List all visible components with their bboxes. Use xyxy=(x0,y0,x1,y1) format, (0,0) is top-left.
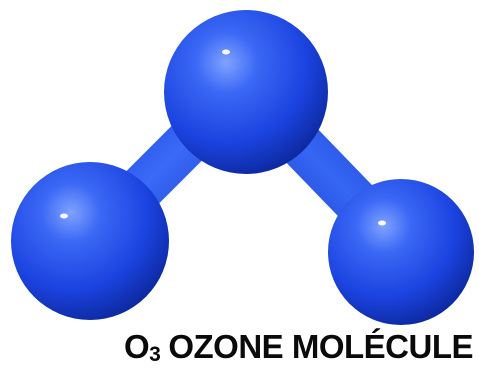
molecule-caption: O3 OZONE MOLÉCULE xyxy=(123,328,474,370)
formula-symbol: O xyxy=(123,328,150,365)
atom-top xyxy=(164,10,328,174)
atom-right xyxy=(328,179,474,325)
formula-subscript: 3 xyxy=(149,343,161,366)
atom-left xyxy=(11,162,169,320)
molecule-name: OZONE MOLÉCULE xyxy=(168,328,473,365)
